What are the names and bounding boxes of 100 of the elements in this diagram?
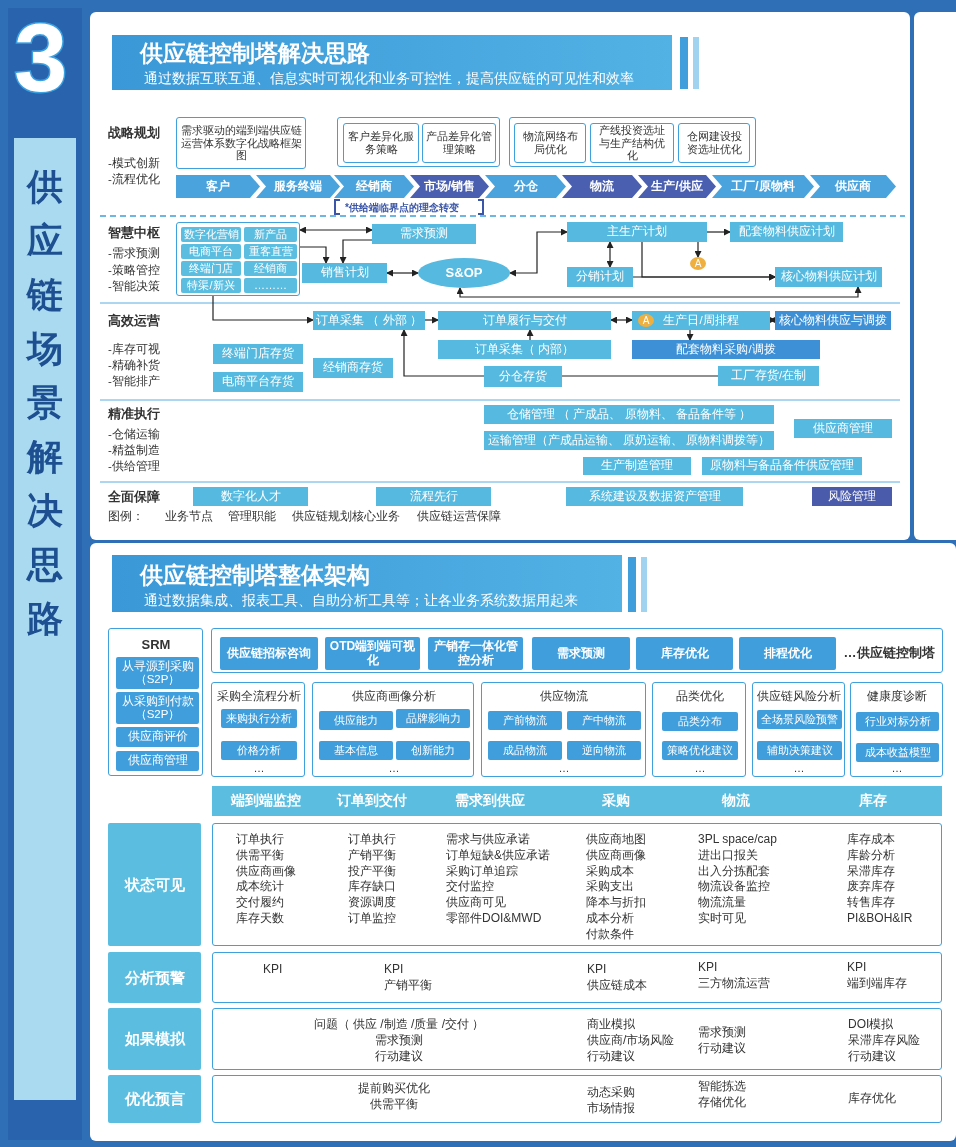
- module-panel: [108, 628, 203, 776]
- module-panel: [752, 682, 845, 777]
- node-text: 电商平台存货: [222, 375, 294, 389]
- node-text: 如果模拟: [124, 1030, 185, 1048]
- process-box: [718, 366, 819, 386]
- module-item: [532, 637, 630, 670]
- cell-text: 供应链成本: [587, 977, 647, 993]
- chevron-step: [562, 175, 642, 198]
- table-row-panel: [212, 1075, 942, 1123]
- process-box: [193, 487, 308, 506]
- process-box: [376, 487, 491, 506]
- sub-item: [319, 741, 393, 760]
- node-text: 配套物料供应计划: [738, 225, 835, 239]
- node-text: 优化预言: [124, 1090, 185, 1108]
- node-text: 库存优化: [659, 646, 710, 661]
- node-text: 销售计划: [320, 266, 369, 280]
- title-banner: [112, 35, 672, 90]
- node-text: 服务终端: [274, 179, 322, 194]
- node-text: 订单采集（ 内部）: [474, 342, 575, 357]
- cell-text: 订单短缺&供应承诺: [446, 847, 550, 863]
- node-text: 产销存一体化管控分析: [432, 639, 519, 668]
- node-text: 产品差异化管理策略: [425, 130, 493, 156]
- node-text: A: [642, 314, 650, 327]
- sub-item: [757, 741, 842, 760]
- legend-text: 图例：: [108, 509, 144, 524]
- cell-text: 产销平衡: [348, 847, 396, 863]
- node-text: 生产/供应: [651, 179, 703, 194]
- module-panel: [850, 682, 943, 777]
- legend-text: 管理职能: [228, 509, 276, 524]
- ellipsis-text: …: [694, 761, 706, 775]
- cell-text: 供应商可见: [446, 895, 506, 911]
- node-text: 原物料与备品备件供应管理: [710, 459, 854, 473]
- cell-text: 需求预测: [375, 1032, 423, 1048]
- process-box: [632, 311, 770, 330]
- heading-text: …供应链控制塔: [843, 644, 935, 661]
- cell-text: 供应商画像: [236, 863, 296, 879]
- subtitle-text: 通过数据集成、报表工具、自助分析工具等；让各业务系统数据用起来: [144, 592, 578, 610]
- node-text: 工厂/原物料: [731, 179, 795, 194]
- node-text: 状态可见: [124, 875, 185, 894]
- chevron-step: [810, 175, 896, 198]
- node-text: 供应商评价: [126, 730, 189, 744]
- channel-box: [181, 261, 241, 276]
- channel-box: [244, 261, 297, 276]
- node-text: 核心物料供应与调拨: [779, 313, 887, 328]
- node-text: 订单采集 （ 外部 ）: [316, 313, 422, 328]
- title-text: 供应链控制塔整体架构: [140, 561, 370, 590]
- node-text: S&OP: [445, 265, 483, 281]
- cell-text: 商业模拟: [587, 1017, 635, 1032]
- sub-item: [567, 741, 641, 760]
- cell-text: 订单监控: [348, 911, 396, 926]
- module-panel: [652, 682, 746, 777]
- node-text: 价格分析: [237, 744, 281, 757]
- section-heading: 智慧中枢: [108, 224, 160, 242]
- cell-text: 行动建议: [848, 1048, 896, 1064]
- node-text: 产线投资选址与生产结构优化: [598, 124, 666, 162]
- group-panel: [509, 117, 756, 167]
- cell-text: 订单执行: [348, 832, 396, 847]
- node-text: 来购执行分析: [226, 712, 292, 725]
- module-item: [739, 637, 836, 670]
- channel-box: [244, 278, 297, 293]
- cell-text: 供需平衡: [370, 1096, 418, 1112]
- cell-text: 动态采购: [587, 1085, 635, 1100]
- node-text: 客户差异化服务策略: [347, 130, 415, 156]
- row-header: [108, 1008, 201, 1070]
- cell-text: 产销平衡: [384, 977, 432, 993]
- section-heading: 全面保障: [108, 488, 160, 506]
- cell-text: 供应商/市场风险: [587, 1032, 675, 1048]
- cell-text: 存储优化: [698, 1094, 746, 1110]
- node-text: 数字化营销: [183, 228, 239, 241]
- sub-item: [488, 741, 562, 760]
- ellipsis-text: …: [253, 761, 265, 775]
- chevron-step: [638, 175, 716, 198]
- row-header: [108, 823, 201, 946]
- node-text: 从采购到付款（S2P）: [120, 694, 195, 722]
- node-text: 辅助决策建议: [766, 744, 833, 757]
- strategy-box: [678, 123, 750, 163]
- cell-text: 采购订单追踪: [446, 863, 518, 879]
- process-box: [730, 222, 843, 242]
- cell-text: 降本与折扣: [586, 895, 646, 911]
- connector-line: [561, 375, 719, 377]
- node-text: 经销商: [254, 262, 287, 275]
- cell-text: 3PL space/cap: [698, 832, 777, 847]
- node-text: 运输管理（产成品运输、 原奶运输、 原物料调拨等）: [487, 433, 771, 448]
- cell-text: 成本分析: [586, 911, 634, 926]
- node-text: 订单履行与交付: [482, 313, 567, 328]
- column-header: 采购: [602, 793, 630, 808]
- row-note: -模式创新: [108, 156, 160, 171]
- node-text: 生产日/周排程: [663, 313, 739, 328]
- node-text: 终端门店存货: [222, 347, 294, 361]
- sub-item: [662, 741, 738, 760]
- arrow: [386, 269, 419, 277]
- row-note: -流程优化: [108, 172, 160, 187]
- node-text: 供应链招标咨询: [226, 646, 312, 661]
- cell-text: 投产平衡: [348, 863, 396, 879]
- arrow: [606, 241, 614, 268]
- sub-item: [488, 711, 562, 730]
- row-note: -需求预测: [108, 246, 160, 261]
- row-note: -智能排产: [108, 374, 160, 389]
- process-box: [213, 344, 303, 364]
- legend-text: 业务节点: [165, 509, 213, 524]
